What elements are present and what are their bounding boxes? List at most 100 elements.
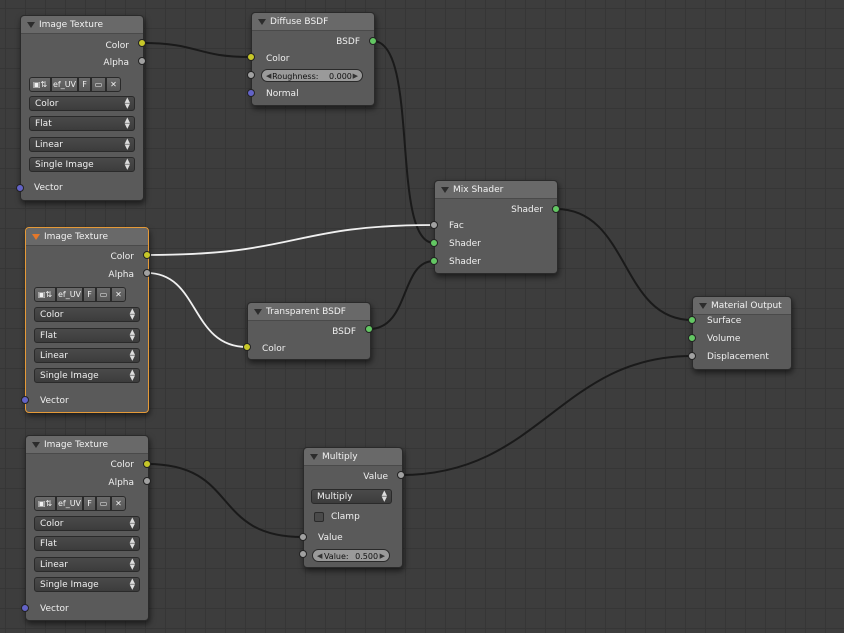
node-title: Multiply [322,451,358,462]
dropdown-value: Color [40,310,64,320]
socket-shader-out[interactable] [552,205,560,213]
socket-color-out[interactable] [138,39,146,47]
socket-roughness-in[interactable] [247,71,255,79]
node-header[interactable]: Image Texture [26,436,148,454]
color-space-dropdown[interactable]: Color▲▼ [29,96,135,111]
image-selector[interactable]: ▣⇅ ef_UV F ▭ ✕ [34,287,126,302]
socket-vector-in[interactable] [21,604,29,612]
socket-vector-in[interactable] [16,184,24,192]
image-texture-node-3[interactable]: Image Texture Color Alpha ▣⇅ ef_UV F ▭ ✕… [25,435,149,621]
image-selector[interactable]: ▣⇅ ef_UV F ▭ ✕ [29,77,121,92]
collapse-triangle-icon[interactable] [32,441,40,448]
socket-value-out[interactable] [397,471,405,479]
collapse-triangle-icon[interactable] [699,302,707,309]
output-alpha-label: Alpha [108,270,134,280]
unlink-icon[interactable]: ✕ [111,496,126,511]
socket-shader-in[interactable] [430,257,438,265]
socket-normal-in[interactable] [247,89,255,97]
operation-dropdown[interactable]: Multiply▲▼ [311,489,392,504]
node-header[interactable]: Multiply [304,448,402,466]
source-dropdown[interactable]: Single Image▲▼ [34,368,140,383]
input-vector-label: Vector [34,183,63,193]
socket-color-out[interactable] [143,460,151,468]
image-name-field[interactable]: ef_UV [56,287,83,302]
transparent-bsdf-node[interactable]: Transparent BSDF BSDF Color [247,302,371,360]
socket-bsdf-out[interactable] [365,325,373,333]
unlink-icon[interactable]: ✕ [111,287,126,302]
roughness-field[interactable]: ◀ Roughness: 0.000 ▶ [261,69,363,82]
image-name-field[interactable]: ef_UV [51,77,78,92]
image-browse-icon[interactable]: ▣⇅ [34,287,56,302]
source-dropdown[interactable]: Single Image▲▼ [34,577,140,592]
projection-dropdown[interactable]: Flat▲▼ [34,328,140,343]
collapse-triangle-icon[interactable] [258,18,266,25]
diffuse-bsdf-node[interactable]: Diffuse BSDF BSDF Color ◀ Roughness: 0.0… [251,12,375,106]
image-name-field[interactable]: ef_UV [56,496,83,511]
mix-shader-node[interactable]: Mix Shader Shader Fac Shader Shader [434,180,558,274]
socket-alpha-out[interactable] [143,269,151,277]
open-folder-icon[interactable]: ▭ [91,77,106,92]
socket-alpha-out[interactable] [143,477,151,485]
node-header[interactable]: Image Texture [21,16,143,34]
decrement-arrow-icon[interactable]: ◀ [317,552,323,560]
socket-volume-in[interactable] [688,334,696,342]
image-browse-icon[interactable]: ▣⇅ [34,496,56,511]
node-header[interactable]: Image Texture [26,228,148,246]
image-texture-node-1[interactable]: Image Texture Color Alpha ▣⇅ ef_UV F ▭ ✕… [20,15,144,201]
open-folder-icon[interactable]: ▭ [96,496,111,511]
node-header[interactable]: Transparent BSDF [248,303,370,321]
socket-color-in[interactable] [247,53,255,61]
clamp-checkbox[interactable] [314,512,324,522]
unlink-icon[interactable]: ✕ [106,77,121,92]
collapse-triangle-icon[interactable] [254,308,262,315]
interpolation-dropdown[interactable]: Linear▲▼ [34,557,140,572]
dropdown-value: Multiply [317,492,353,502]
output-color-label: Color [110,460,135,470]
decrement-arrow-icon[interactable]: ◀ [266,72,272,80]
updown-arrows-icon: ▲▼ [129,577,135,591]
socket-vector-in[interactable] [21,396,29,404]
image-texture-node-2[interactable]: Image Texture Color Alpha ▣⇅ ef_UV F ▭ ✕… [25,227,149,413]
dropdown-value: Single Image [40,371,99,381]
interpolation-dropdown[interactable]: Linear▲▼ [29,137,135,152]
input-shader-label: Shader [449,257,481,267]
value-field[interactable]: ◀ Value: 0.500 ▶ [312,549,390,562]
socket-bsdf-out[interactable] [369,37,377,45]
node-header[interactable]: Diffuse BSDF [252,13,374,31]
field-label: Roughness: [272,72,319,81]
projection-dropdown[interactable]: Flat▲▼ [29,116,135,131]
socket-displacement-in[interactable] [688,352,696,360]
socket-fac-in[interactable] [430,221,438,229]
fake-user-button[interactable]: F [78,77,91,92]
collapse-triangle-icon[interactable] [32,233,40,240]
image-selector[interactable]: ▣⇅ ef_UV F ▭ ✕ [34,496,126,511]
socket-color-in[interactable] [243,343,251,351]
color-space-dropdown[interactable]: Color▲▼ [34,516,140,531]
increment-arrow-icon[interactable]: ▶ [352,72,358,80]
open-folder-icon[interactable]: ▭ [96,287,111,302]
projection-dropdown[interactable]: Flat▲▼ [34,536,140,551]
interpolation-dropdown[interactable]: Linear▲▼ [34,348,140,363]
material-output-node[interactable]: Material Output Surface Volume Displacem… [692,296,792,370]
color-space-dropdown[interactable]: Color▲▼ [34,307,140,322]
socket-value-in[interactable] [299,533,307,541]
updown-arrows-icon: ▲▼ [129,348,135,362]
node-header[interactable]: Mix Shader [435,181,557,199]
socket-alpha-out[interactable] [138,57,146,65]
socket-color-out[interactable] [143,251,151,259]
socket-value2-in[interactable] [299,550,307,558]
output-alpha-label: Alpha [103,58,129,68]
increment-arrow-icon[interactable]: ▶ [379,552,385,560]
image-browse-icon[interactable]: ▣⇅ [29,77,51,92]
fake-user-button[interactable]: F [83,496,96,511]
updown-arrows-icon: ▲▼ [129,536,135,550]
collapse-triangle-icon[interactable] [441,186,449,193]
collapse-triangle-icon[interactable] [310,453,318,460]
collapse-triangle-icon[interactable] [27,21,35,28]
fake-user-button[interactable]: F [83,287,96,302]
socket-surface-in[interactable] [688,316,696,324]
socket-shader-in[interactable] [430,239,438,247]
source-dropdown[interactable]: Single Image▲▼ [29,157,135,172]
node-header[interactable]: Material Output [693,297,791,315]
multiply-node[interactable]: Multiply Value Multiply▲▼ Clamp Value ◀ … [303,447,403,568]
